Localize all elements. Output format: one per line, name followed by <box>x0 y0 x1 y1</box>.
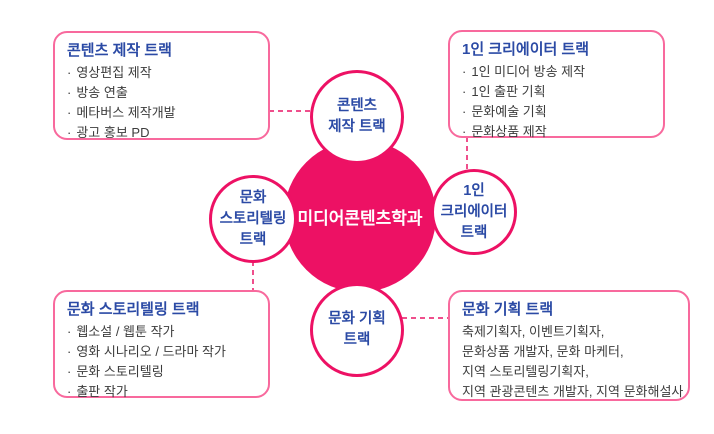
connector-dashed-line-bottom-left <box>252 261 254 291</box>
box-item: · 문화예술 기획 <box>462 102 651 122</box>
box-item-text: 문화 스토리텔링 <box>76 364 164 379</box>
bullet-dot: · <box>67 125 72 140</box>
box-title: 콘텐츠 제작 트랙 <box>67 42 172 59</box>
track-circle-label-line: 스토리텔링 <box>219 210 287 227</box>
bullet-dot: · <box>462 124 467 139</box>
box-item: · 문화상품 제작 <box>462 122 651 142</box>
callout-box-content-production: 콘텐츠 제작 트랙 · 영상편집 제작 · 방송 연출 · 메타버스 제작개발 · 광고… <box>53 31 270 140</box>
box-item: · 광고 홍보 PD <box>67 123 256 143</box>
track-circle-label-line: 트랙 <box>460 224 488 241</box>
box-item-text: 영상편집 제작 <box>76 65 152 80</box>
box-item: 축제기획자, 이벤트기획자, <box>462 322 676 342</box>
bullet-dot: · <box>67 384 72 399</box>
bullet-dot: · <box>462 64 467 79</box>
track-circle-label-line: 1인 <box>463 182 485 199</box>
box-item-text: 문화상품 개발자, 문화 마케터, <box>462 344 624 359</box>
track-circle-label-line: 문화 <box>239 189 267 206</box>
track-circle-label-line: 트랙 <box>343 332 371 348</box>
box-item-text: 웹소설 / 웹툰 작가 <box>76 324 175 339</box>
box-item: · 1인 미디어 방송 제작 <box>462 62 651 82</box>
track-circle-label-line: 트랙 <box>239 231 267 248</box>
box-item: 지역 관광콘텐츠 개발자, 지역 문화해설사 <box>462 382 683 402</box>
track-circle-content-production: 콘텐츠 제작 트랙 <box>310 70 404 164</box>
box-item-text: 방송 연출 <box>76 85 128 100</box>
bullet-dot: · <box>67 65 72 80</box>
box-item-text: 광고 홍보 PD <box>76 125 150 140</box>
box-item-text: 지역 스토리텔링기획자, <box>462 364 589 379</box>
box-item: · 문화 스토리텔링 <box>67 362 256 382</box>
box-item-text: 지역 관광콘텐츠 개발자, 지역 문화해설사 <box>462 384 684 399</box>
callout-box-one-person-creator: 1인 크리에이터 트랙 · 1인 미디어 방송 제작 · 1인 출판 기획 · 문화예… <box>448 30 665 139</box>
box-item-text: 문화예술 기획 <box>471 104 547 119</box>
box-item: · 출판 작가 <box>67 382 256 402</box>
connector-dashed-line-bottom-right <box>402 317 449 319</box>
box-title: 1인 크리에이터 트랙 <box>462 41 590 58</box>
connector-dashed-line-top-left <box>269 110 312 112</box>
box-item: 문화상품 개발자, 문화 마케터, <box>462 342 676 362</box>
box-item-text: 영화 시나리오 / 드라마 작가 <box>76 344 226 359</box>
box-item: 지역 스토리텔링기획자, <box>462 362 676 382</box>
bullet-dot: · <box>67 364 72 379</box>
track-circle-label-line: 크리에이터 <box>440 203 508 220</box>
bullet-dot: · <box>462 104 467 119</box>
track-circle-label-line: 콘텐츠 <box>336 98 378 114</box>
box-item-text: 축제기획자, 이벤트기획자, <box>462 324 605 339</box>
track-circle-label-line: 문화 기획 <box>328 311 386 327</box>
track-circle-culture-planning: 문화 기획 트랙 <box>310 283 404 377</box>
box-item-text: 1인 미디어 방송 제작 <box>471 64 586 79</box>
box-item-text: 메타버스 제작개발 <box>76 105 176 120</box>
track-circle-one-person-creator: 1인 크리에이터 트랙 <box>431 169 517 255</box>
department-circle: 미디어콘텐츠학과 <box>284 140 436 292</box>
box-title: 문화 기획 트랙 <box>462 301 554 318</box>
callout-box-culture-storytelling: 문화 스토리텔링 트랙 · 웹소설 / 웹툰 작가 · 영화 시나리오 / 드라마 … <box>53 290 270 399</box>
box-item: · 방송 연출 <box>67 83 256 103</box>
bullet-dot: · <box>67 105 72 120</box>
department-label: 미디어콘텐츠학과 <box>297 208 423 228</box>
box-item: · 영화 시나리오 / 드라마 작가 <box>67 342 256 362</box>
bullet-dot: · <box>67 324 72 339</box>
box-title: 문화 스토리텔링 트랙 <box>67 301 200 318</box>
box-item-text: 1인 출판 기획 <box>471 84 546 99</box>
box-item: · 영상편집 제작 <box>67 63 256 83</box>
track-circle-label-line: 제작 트랙 <box>328 119 386 135</box>
callout-box-culture-planning: 문화 기획 트랙 축제기획자, 이벤트기획자, 문화상품 개발자, 문화 마케터… <box>448 290 690 401</box>
track-circle-culture-storytelling: 문화 스토리텔링 트랙 <box>209 175 297 263</box>
box-item: · 웹소설 / 웹툰 작가 <box>67 322 256 342</box>
bullet-dot: · <box>67 85 72 100</box>
box-item: · 1인 출판 기획 <box>462 82 651 102</box>
box-item-text: 문화상품 제작 <box>471 124 547 139</box>
connector-dashed-line-top-right <box>466 137 468 171</box>
box-item: · 메타버스 제작개발 <box>67 103 256 123</box>
bullet-dot: · <box>67 344 72 359</box>
box-item-text: 출판 작가 <box>76 384 128 399</box>
bullet-dot: · <box>462 84 467 99</box>
